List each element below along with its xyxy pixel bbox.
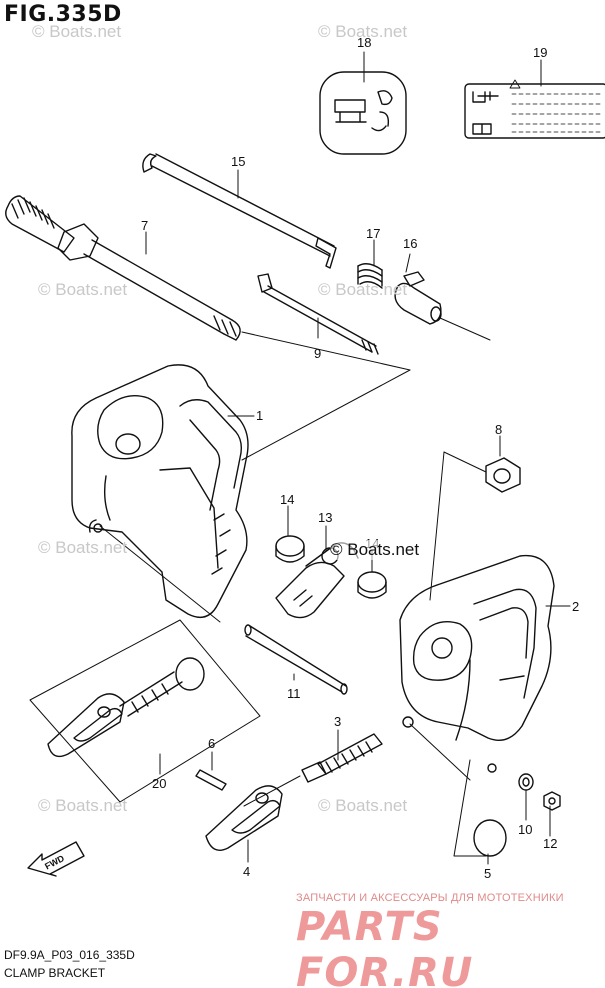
callout-2: 2 (572, 599, 579, 614)
callout-10: 10 (518, 822, 532, 837)
watermark: © Boats.net (318, 22, 408, 41)
callout-12: 12 (543, 836, 557, 851)
part-10-washer[interactable] (518, 773, 534, 791)
callout-1: 1 (256, 408, 263, 423)
part-12-nut[interactable] (543, 791, 561, 811)
callout-19: 19 (533, 45, 547, 60)
callout-5: 5 (484, 866, 491, 881)
callout-11: 11 (287, 686, 301, 701)
watermark: © Boats.net (318, 796, 408, 815)
callout-20: 20 (152, 776, 166, 791)
part-8-nut[interactable] (485, 457, 521, 493)
watermark-main: © Boats.net (330, 540, 420, 560)
callout-9: 9 (314, 346, 321, 361)
callout-14a: 14 (280, 492, 294, 507)
watermark: © Boats.net (318, 280, 408, 299)
shop-logo: PARTS FOR.RU (296, 904, 474, 988)
callout-6: 6 (208, 736, 215, 751)
callout-13: 13 (318, 510, 332, 525)
part-17-spring[interactable] (357, 263, 383, 289)
callout-17: 17 (366, 226, 380, 241)
part-3-spring-screw[interactable] (301, 733, 383, 783)
watermark: © Boats.net (38, 796, 128, 815)
part-4-clamp-handle[interactable] (205, 785, 283, 851)
figure-title: FIG.335D (4, 2, 122, 27)
callout-8: 8 (495, 422, 502, 437)
part-11-rod[interactable] (244, 624, 348, 695)
part-18-label-sticker[interactable] (319, 71, 407, 155)
figure-caption: CLAMP BRACKET (4, 966, 106, 980)
watermark: © Boats.net (38, 538, 128, 557)
callout-4: 4 (243, 864, 250, 879)
callout-16: 16 (403, 236, 417, 251)
figure-code: DF9.9A_P03_016_335D (4, 948, 135, 962)
fwd-arrow (27, 841, 85, 877)
part-14-bush-left[interactable] (275, 535, 305, 563)
part-19-caution-label[interactable] (464, 79, 605, 139)
part-1-clamp-bracket-left[interactable] (71, 364, 249, 618)
part-2-clamp-bracket-right[interactable] (399, 554, 555, 773)
callout-3: 3 (334, 714, 341, 729)
part-14-bush-right[interactable] (357, 571, 387, 599)
watermark: © Boats.net (32, 22, 122, 41)
part-20-clamp-screw-assembly[interactable] (29, 619, 261, 803)
watermark: © Boats.net (38, 280, 128, 299)
part-15-tilt-rod[interactable] (142, 153, 337, 269)
callout-15: 15 (231, 154, 245, 169)
part-5-cap[interactable] (473, 819, 507, 857)
part-6-pin[interactable] (195, 769, 227, 791)
shop-tagline: ЗАПЧАСТИ И АКСЕССУАРЫ ДЛЯ МОТОТЕХНИКИ (296, 892, 564, 904)
part-7-clamp-shaft[interactable] (5, 195, 241, 341)
leader-lines (145, 51, 571, 865)
callout-18: 18 (357, 35, 371, 50)
part-16-bush[interactable] (394, 271, 442, 325)
callout-7: 7 (141, 218, 148, 233)
